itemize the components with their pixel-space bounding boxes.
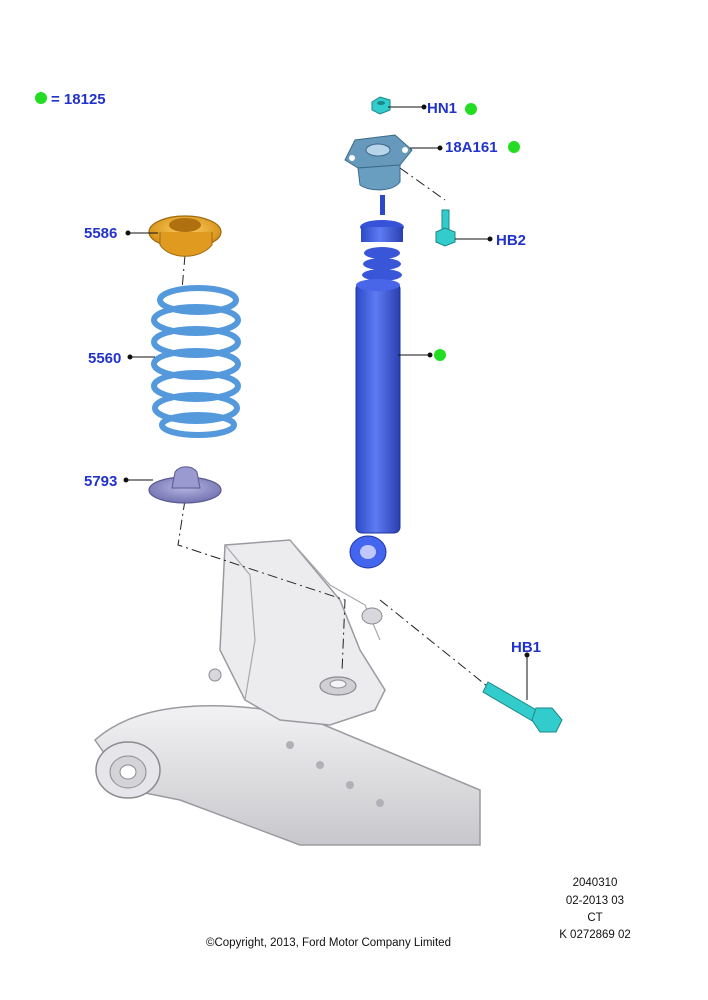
drawing-ct: CT	[587, 912, 603, 924]
callout-spring: 5560	[88, 350, 121, 367]
legend-marker-icon	[35, 92, 47, 104]
assembly-guide-lines	[177, 167, 493, 691]
lower-spring-seat	[148, 466, 222, 504]
upper-spring-seat	[148, 215, 222, 257]
bolt-hb2	[435, 209, 456, 247]
marker-hn1-icon	[465, 103, 477, 115]
leader-lines	[123, 104, 530, 700]
green-markers	[434, 103, 520, 361]
legend-text: = 18125	[51, 91, 106, 108]
callout-hb2: HB2	[496, 232, 526, 249]
copyright-text: ©Copyright, 2013, Ford Motor Company Lim…	[206, 937, 451, 949]
callout-top-mount: 18A161	[445, 139, 498, 156]
rear-axle-beam	[94, 539, 481, 846]
legend: = 18125	[35, 91, 106, 108]
shock-absorber	[349, 195, 404, 569]
drawing-date: 02-2013 03	[565, 895, 625, 907]
coil-spring	[151, 285, 241, 438]
callout-lower-seat: 5793	[84, 473, 117, 490]
marker-mount-icon	[508, 141, 520, 153]
callout-hn1: HN1	[427, 100, 457, 117]
top-mount	[344, 134, 413, 191]
bolt-hb1	[482, 681, 563, 733]
drawing-code: 2040310	[572, 877, 618, 889]
callout-hb1: HB1	[511, 639, 541, 656]
marker-shock-icon	[434, 349, 446, 361]
drawing-ref: K 0272869 02	[559, 929, 631, 941]
callout-upper-seat: 5586	[84, 225, 117, 242]
nut-hn1	[371, 96, 391, 115]
